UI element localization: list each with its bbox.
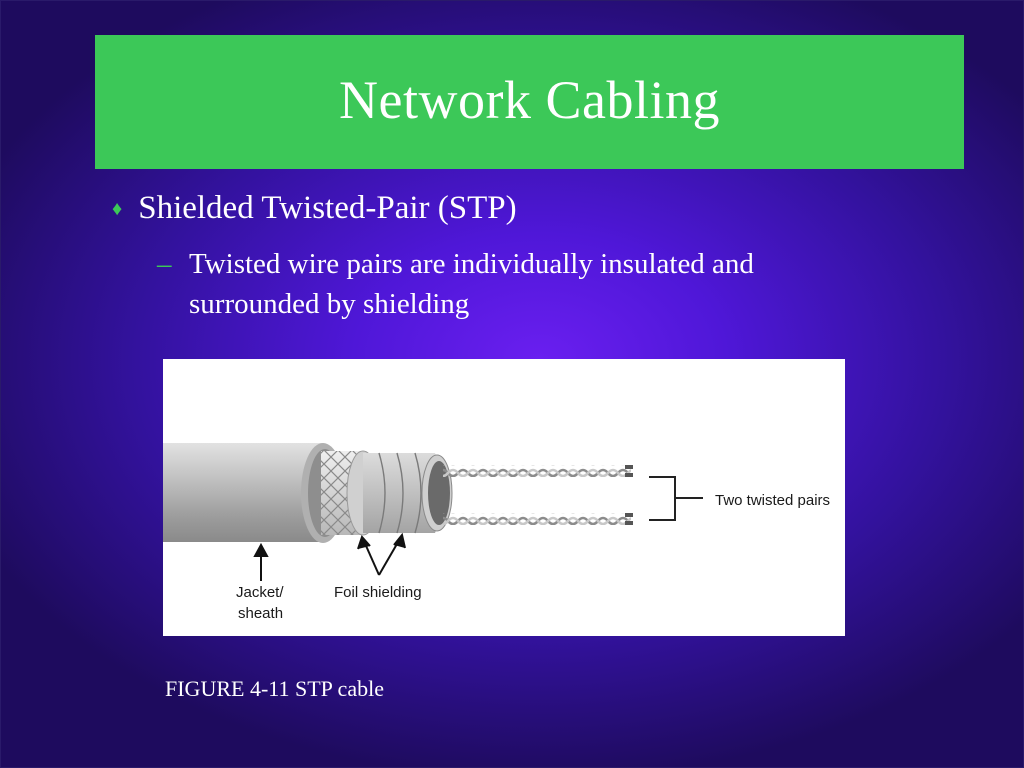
- jacket-label-line1: Jacket/: [236, 584, 284, 601]
- slide-title: Network Cabling: [339, 70, 720, 130]
- jacket-arrow: [253, 542, 269, 581]
- diamond-bullet-icon: ♦: [112, 198, 123, 220]
- stp-cable-figure: Jacket/ sheath Foil shielding Two twiste…: [163, 359, 845, 636]
- dash-bullet-icon: –: [157, 248, 172, 280]
- foil-shielding: [363, 452, 453, 534]
- twisted-pair-bottom: [443, 513, 633, 525]
- pairs-bracket: [649, 476, 703, 521]
- bullet-text: Shielded Twisted-Pair (STP): [138, 190, 517, 226]
- jacket-label-line2: sheath: [238, 605, 283, 622]
- title-bar: Network Cabling: [95, 35, 964, 169]
- foil-shielding-label: Foil shielding: [334, 584, 422, 601]
- figure-caption: FIGURE 4-11 STP cable: [165, 676, 384, 701]
- twisted-pairs-label: Two twisted pairs: [715, 492, 830, 509]
- bullet-item: ♦ Shielded Twisted-Pair (STP): [112, 190, 517, 227]
- foil-arrows: [357, 532, 406, 576]
- sub-bullet-text: Twisted wire pairs are individually insu…: [189, 248, 754, 320]
- stp-cable-illustration: Jacket/ sheath Foil shielding Two twiste…: [163, 443, 830, 622]
- twisted-pair-top: [443, 465, 633, 477]
- jacket-sheath: [163, 443, 345, 543]
- sub-bullet-item: – Twisted wire pairs are individually in…: [157, 244, 877, 324]
